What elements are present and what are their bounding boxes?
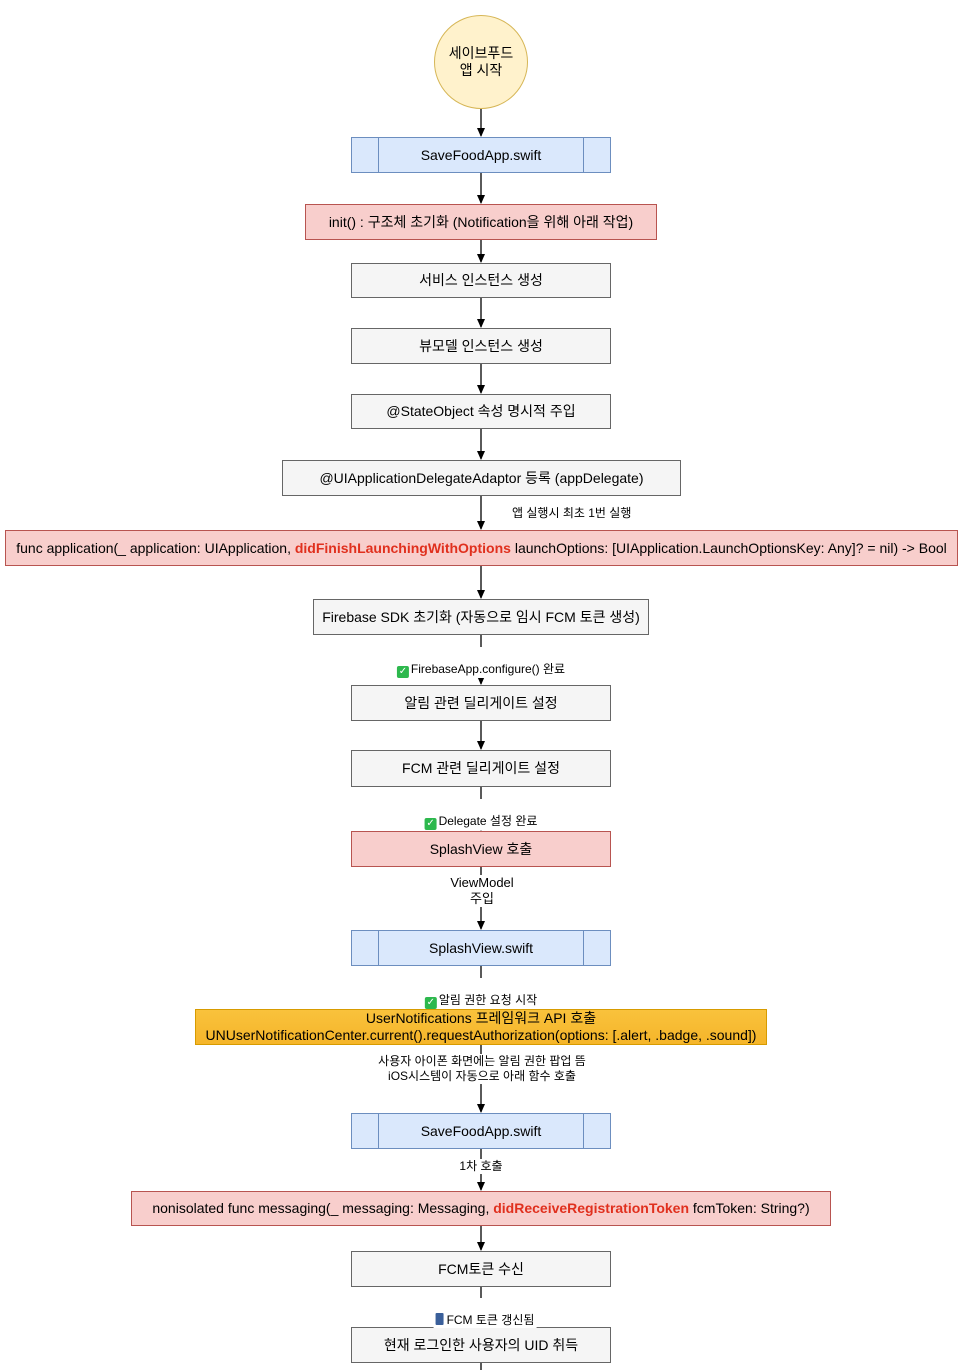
- mobile-phone-arrow-icon: [435, 1313, 444, 1325]
- service-instance-node: 서비스 인스턴스 생성: [351, 263, 611, 298]
- stateobject-label: @StateObject 속성 명시적 주입: [386, 403, 576, 419]
- system-popup-label: 사용자 아이폰 화면에는 알림 권한 팝업 뜸 iOS시스템이 자동으로 아래 …: [376, 1054, 588, 1084]
- first-launch-label: 앱 실행시 최초 1번 실행: [510, 506, 634, 521]
- uid-fetch-label: 현재 로그인한 사용자의 UID 취득: [383, 1336, 579, 1353]
- first-call-label: 1차 호출: [457, 1159, 505, 1174]
- delegate-done-label: ✓Delegate 설정 완료: [422, 799, 540, 830]
- notification-delegate-label: 알림 관련 딜리게이트 설정: [404, 694, 558, 711]
- savefood-app-swift-label-2: SaveFoodApp.swift: [420, 1122, 542, 1139]
- firebase-init-node: Firebase SDK 초기화 (자동으로 임시 FCM 토큰 생성): [313, 599, 649, 635]
- stateobject-node: @StateObject 속성 명시적 주입: [351, 394, 611, 429]
- configure-done-label: ✓FirebaseApp.configure() 완료: [394, 647, 568, 678]
- did-finish-suffix: launchOptions: [UIApplication.LaunchOpti…: [510, 539, 947, 556]
- token-refreshed-label: FCM 토큰 갱신됨: [433, 1298, 537, 1328]
- permission-start-text: 알림 권한 요청 시작: [438, 993, 538, 1007]
- delegate-adaptor-label: @UIApplicationDelegateAdaptor 등록 (appDel…: [319, 469, 644, 486]
- fcm-receive-label: FCM토큰 수신: [438, 1260, 524, 1277]
- splash-view-swift-label: SplashView.swift: [428, 939, 533, 956]
- check-mark-icon: ✓: [424, 818, 437, 830]
- token-refreshed-text: FCM 토큰 갱신됨: [446, 1313, 535, 1327]
- delegate-adaptor-node: @UIApplicationDelegateAdaptor 등록 (appDel…: [282, 460, 681, 496]
- viewmodel-instance-label: 뷰모델 인스턴스 생성: [419, 337, 543, 354]
- splash-call-node: SplashView 호출: [351, 831, 611, 867]
- did-finish-highlight: didFinishLaunchingWithOptions: [294, 539, 511, 556]
- did-finish-prefix: func application(_ application: UIApplic…: [16, 539, 295, 556]
- savefood-app-swift-node: SaveFoodApp.swift: [351, 137, 611, 173]
- viewmodel-inject-label: ViewModel 주입: [448, 875, 516, 907]
- did-finish-launching-node: func application(_ application: UIApplic…: [5, 530, 958, 566]
- check-mark-icon: ✓: [396, 666, 409, 678]
- splash-view-swift-node: SplashView.swift: [351, 930, 611, 966]
- user-notifications-line2: UNUserNotificationCenter.current().reque…: [205, 1027, 757, 1043]
- init-node: init() : 구조체 초기화 (Notification을 위해 아래 작업…: [305, 204, 657, 240]
- firebase-init-label: Firebase SDK 초기화 (자동으로 임시 FCM 토큰 생성): [322, 608, 640, 625]
- check-mark-icon: ✓: [424, 997, 437, 1009]
- splash-call-label: SplashView 호출: [429, 840, 533, 857]
- fcm-receive-node: FCM토큰 수신: [351, 1251, 611, 1287]
- messaging-highlight: didReceiveRegistrationToken: [493, 1200, 690, 1216]
- start-node: 세이브푸드 앱 시작: [434, 15, 528, 109]
- uid-fetch-node: 현재 로그인한 사용자의 UID 취득: [351, 1327, 611, 1363]
- fcm-delegate-label: FCM 관련 딜리게이트 설정: [402, 760, 560, 776]
- init-label: init() : 구조체 초기화 (Notification을 위해 아래 작업…: [328, 213, 634, 230]
- service-instance-label: 서비스 인스턴스 생성: [419, 272, 543, 288]
- messaging-token-node: nonisolated func messaging(_ messaging: …: [131, 1191, 831, 1226]
- fcm-delegate-node: FCM 관련 딜리게이트 설정: [351, 750, 611, 787]
- notification-delegate-node: 알림 관련 딜리게이트 설정: [351, 685, 611, 721]
- permission-start-label: ✓알림 권한 요청 시작: [422, 978, 540, 1009]
- savefood-app-swift-node-2: SaveFoodApp.swift: [351, 1113, 611, 1149]
- messaging-prefix: nonisolated func messaging(_ messaging: …: [152, 1200, 494, 1216]
- messaging-suffix: fcmToken: String?): [689, 1200, 810, 1216]
- savefood-app-swift-label: SaveFoodApp.swift: [420, 146, 542, 163]
- delegate-done-text: Delegate 설정 완료: [438, 814, 538, 828]
- viewmodel-instance-node: 뷰모델 인스턴스 생성: [351, 328, 611, 364]
- user-notifications-line1: UserNotifications 프레임워크 API 호출: [365, 1010, 597, 1026]
- configure-done-text: FirebaseApp.configure() 완료: [410, 662, 566, 676]
- user-notifications-api-node: UserNotifications 프레임워크 API 호출 UNUserNot…: [195, 1009, 767, 1045]
